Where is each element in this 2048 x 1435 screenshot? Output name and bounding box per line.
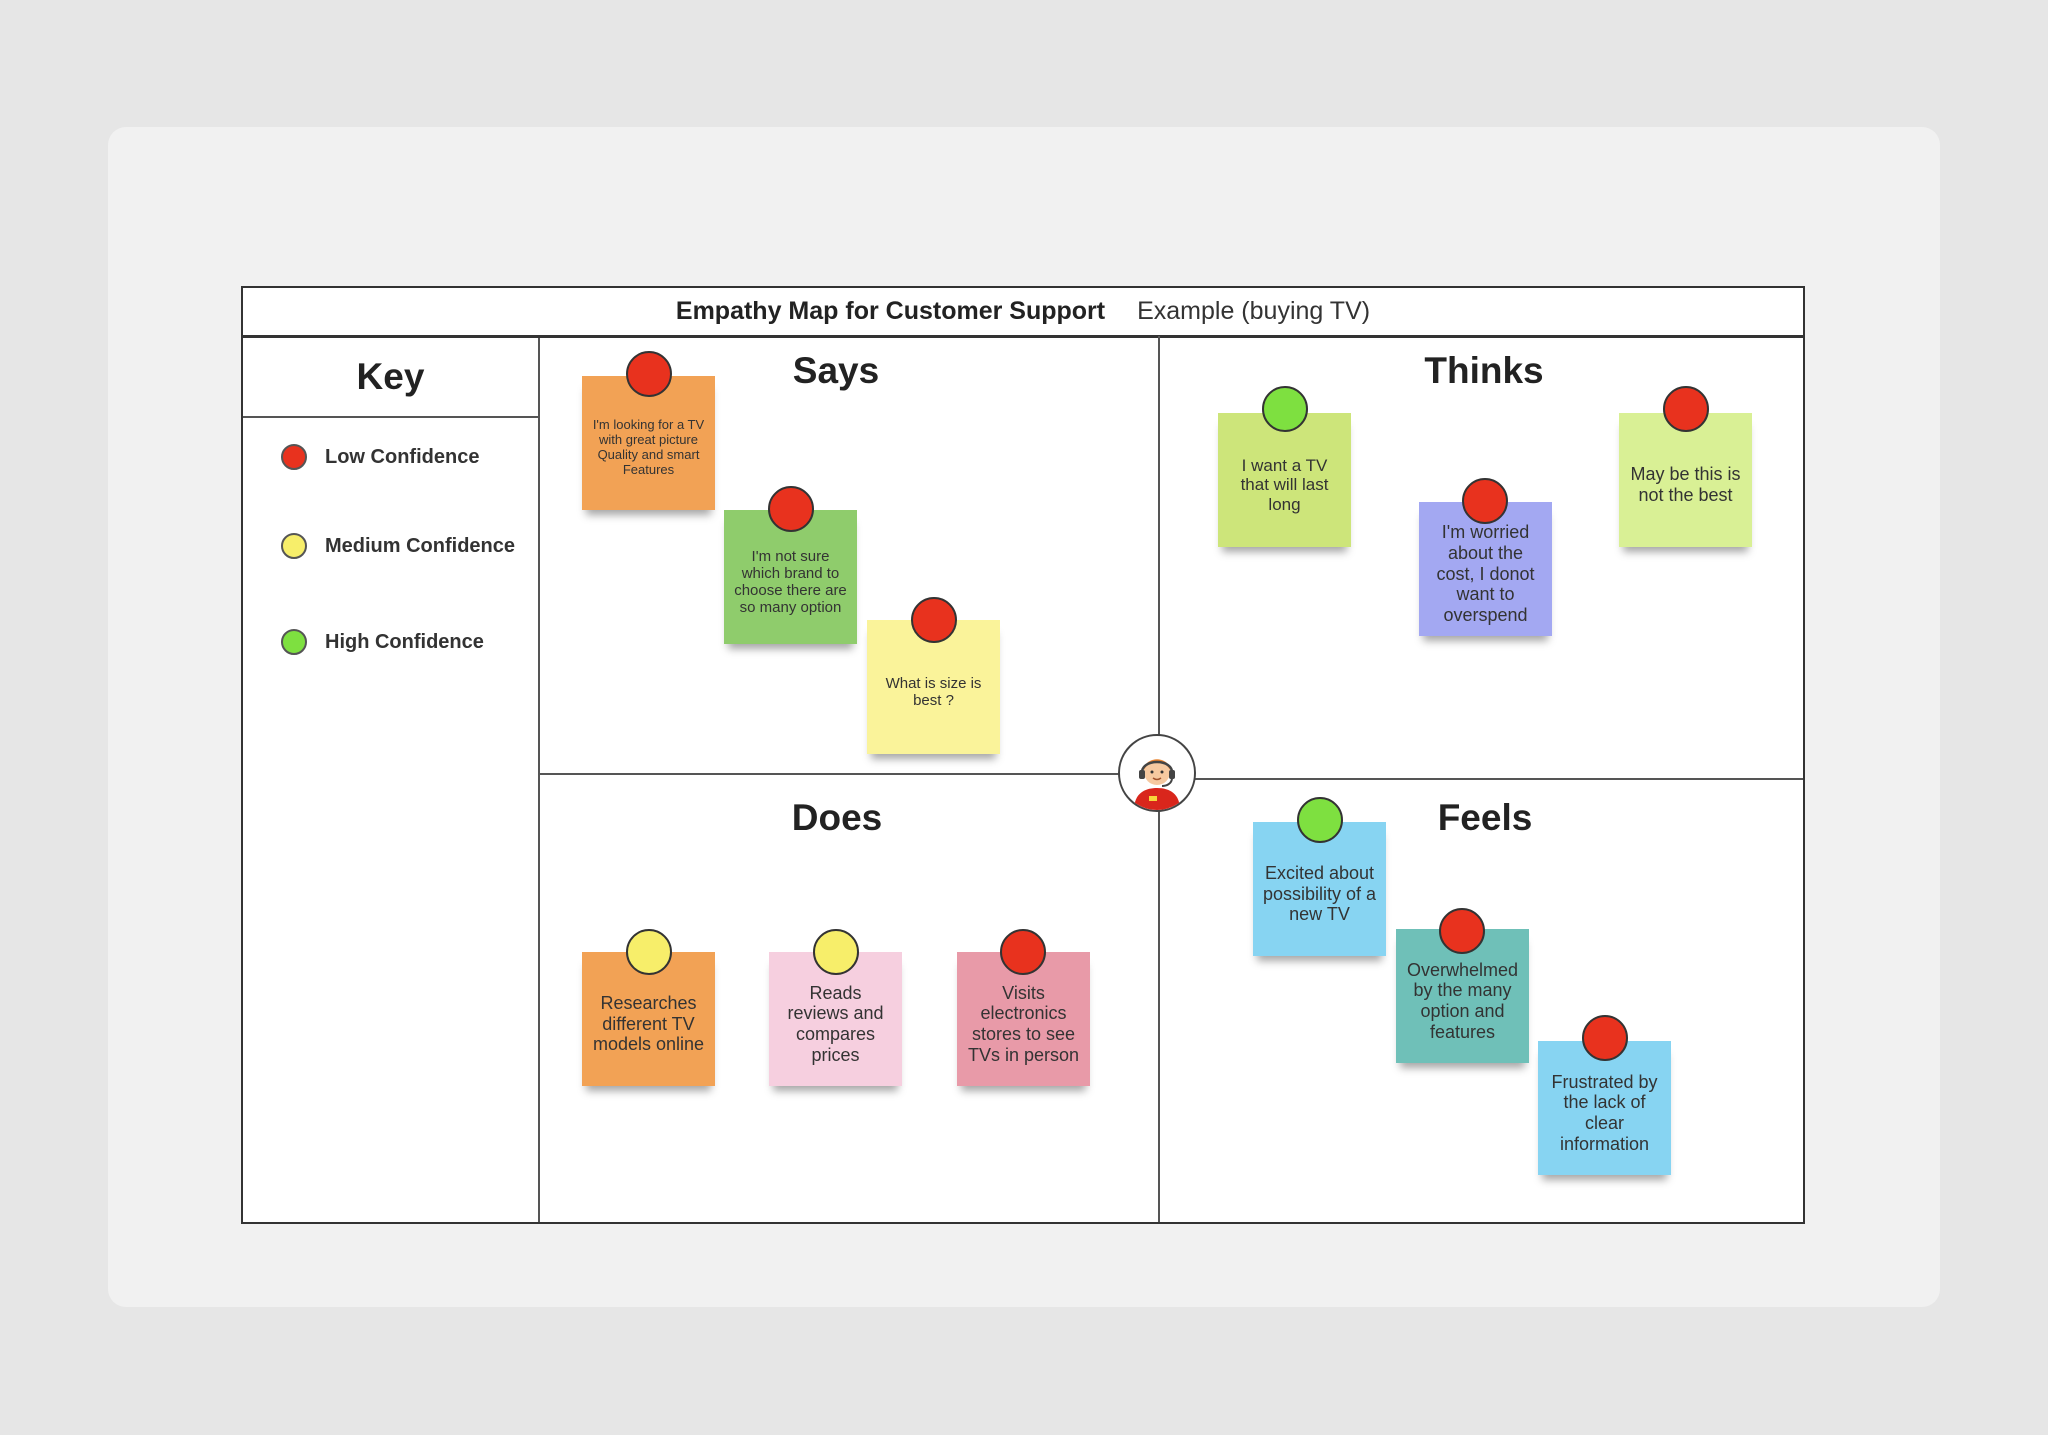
quadrant-title-does: Does <box>791 797 883 838</box>
sticky-note-thinks-3[interactable]: May be this is not the best <box>1619 413 1752 547</box>
map-subtitle: Example (buying TV) <box>1137 297 1371 325</box>
quadrant-title-says: Says <box>792 350 880 391</box>
sticky-note-feels-1[interactable]: Excited about possibility of a new TV <box>1253 822 1386 956</box>
sticky-note-text: Overwhelmed by the many option and featu… <box>1406 959 1519 1042</box>
customer-support-agent-icon <box>1118 734 1196 812</box>
key-item-low: Low Confidence <box>281 444 479 470</box>
map-title: Empathy Map for Customer Support <box>675 297 1106 325</box>
medium-confidence-pin-icon <box>626 929 672 975</box>
low-confidence-pin-icon <box>1439 908 1485 954</box>
high-confidence-pin-icon <box>1262 386 1308 432</box>
quadrant-title-feels: Feels <box>1437 797 1533 838</box>
low-confidence-pin-icon <box>1000 929 1046 975</box>
map-title-bar: Empathy Map for Customer Support Example… <box>243 288 1803 338</box>
low-confidence-pin-icon <box>1663 386 1709 432</box>
medium-confidence-pin-icon <box>813 929 859 975</box>
low-confidence-pin-icon <box>1462 478 1508 524</box>
low-confidence-pin-icon <box>1582 1015 1628 1061</box>
sticky-note-text: I'm worried about the cost, I donot want… <box>1436 522 1535 626</box>
sticky-note-does-3[interactable]: Visits electronics stores to see TVs in … <box>957 952 1090 1086</box>
key-item-medium: Medium Confidence <box>281 533 515 559</box>
red-dot-icon <box>281 444 307 470</box>
quadrant-title-thinks: Thinks <box>1424 350 1544 391</box>
sticky-note-text: May be this is not the best <box>1630 464 1741 505</box>
green-dot-icon <box>281 629 307 655</box>
sticky-note-text: I'm looking for a TV with great picture … <box>592 417 705 477</box>
horizontal-divider-right <box>1158 778 1803 780</box>
low-confidence-pin-icon <box>626 351 672 397</box>
sticky-note-text: I want a TV that will last long <box>1240 455 1329 514</box>
sticky-note-text: I'm not sure which brand to choose there… <box>734 547 847 617</box>
sticky-note-text: Visits electronics stores to see TVs in … <box>967 982 1080 1065</box>
low-confidence-pin-icon <box>768 486 814 532</box>
key-label-high: High Confidence <box>325 630 484 653</box>
sticky-note-text: Frustrated by the lack of clear informat… <box>1551 1071 1658 1154</box>
sticky-note-thinks-1[interactable]: I want a TV that will last long <box>1218 413 1351 547</box>
key-label-medium: Medium Confidence <box>325 534 516 557</box>
sticky-note-text: Researches different TV models online <box>592 992 705 1055</box>
sticky-note-feels-3[interactable]: Frustrated by the lack of clear informat… <box>1538 1041 1671 1175</box>
sticky-note-text: Excited about possibility of a new TV <box>1262 862 1377 925</box>
low-confidence-pin-icon <box>911 597 957 643</box>
key-label-low: Low Confidence <box>325 445 480 468</box>
sticky-note-text: What is size is best ? <box>885 674 982 709</box>
key-item-high: High Confidence <box>281 629 484 655</box>
key-panel: Key Low Confidence Medium Confidence Hig… <box>243 338 540 1222</box>
high-confidence-pin-icon <box>1297 797 1343 843</box>
sticky-note-says-2[interactable]: I'm not sure which brand to choose there… <box>724 510 857 644</box>
sticky-note-thinks-2[interactable]: I'm worried about the cost, I donot want… <box>1419 502 1552 636</box>
key-title: Key <box>243 338 538 418</box>
sticky-note-says-1[interactable]: I'm looking for a TV with great picture … <box>582 376 715 510</box>
yellow-dot-icon <box>281 533 307 559</box>
sticky-note-text: Reads reviews and compares prices <box>787 982 884 1065</box>
horizontal-divider-left <box>540 773 1158 775</box>
